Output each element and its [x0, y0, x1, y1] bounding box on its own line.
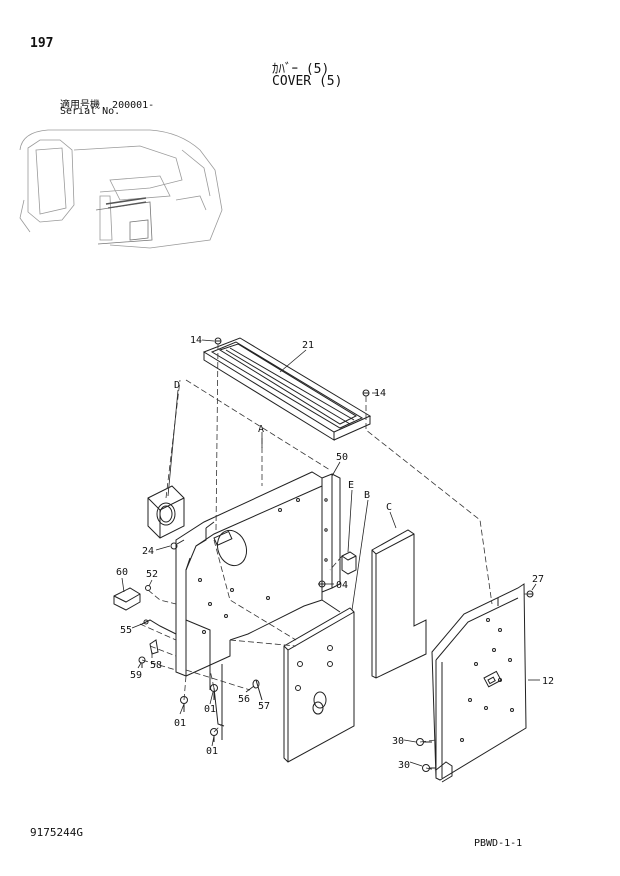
callout-50: 50 — [336, 452, 348, 463]
bracket-60 — [113, 587, 141, 611]
callout-a: A — [258, 424, 264, 435]
page-code: PBWD-1-1 — [474, 838, 523, 849]
bolt-01-c — [210, 728, 218, 742]
callout-b: B — [364, 490, 370, 501]
callout-14-right: 14 — [374, 388, 386, 399]
callout-d: D — [174, 380, 180, 391]
callout-58: 58 — [150, 660, 162, 671]
part-12-door-panel — [431, 583, 527, 783]
callout-c: C — [386, 502, 392, 513]
serial-value: 200001- — [112, 100, 155, 111]
part-b-panel — [283, 607, 355, 763]
callout-57: 57 — [258, 701, 270, 712]
callout-14-left: 14 — [190, 335, 202, 346]
callout-52: 52 — [146, 569, 158, 580]
leader-lines — [121, 339, 540, 767]
bolt-30-a — [416, 738, 432, 746]
callout-04: 04 — [336, 580, 348, 591]
bolt-24 — [170, 539, 185, 550]
serial-label-english: Serial No. — [60, 106, 121, 117]
clip-58 — [149, 639, 159, 655]
part-d-gasket — [147, 485, 185, 539]
callout-24: 24 — [142, 546, 154, 557]
callout-56: 56 — [238, 694, 250, 705]
callout-01-b: 01 — [204, 704, 216, 715]
bolt-01-b — [210, 684, 218, 700]
title-japanese: ｶﾊﾞｰ (5) — [272, 62, 330, 77]
callout-21: 21 — [302, 340, 314, 351]
title-english: COVER (5) — [272, 74, 343, 89]
callout-60: 60 — [116, 567, 128, 578]
callout-27: 27 — [532, 574, 544, 585]
callout-01-a: 01 — [174, 718, 186, 729]
part-c-panel — [371, 529, 427, 679]
page-number: 197 — [30, 36, 54, 51]
document-number: 9175244G — [30, 826, 83, 839]
callout-59: 59 — [130, 670, 142, 681]
callout-labels: 14 21 14 D A 50 E B C 24 04 60 52 27 55 … — [116, 335, 554, 771]
pin-55 — [141, 619, 177, 635]
serial-label-jp-text: 適用号機 — [60, 100, 100, 111]
callout-12: 12 — [542, 676, 554, 687]
part-50-strip — [321, 473, 341, 593]
assembly-lines — [139, 343, 530, 771]
callout-30-b: 30 — [398, 760, 410, 771]
screw-57 — [255, 679, 263, 701]
bolt-14-left — [214, 337, 222, 345]
machine-overview-sketch — [19, 129, 223, 249]
part-a-main-panel — [175, 471, 341, 740]
callout-e: E — [348, 480, 354, 491]
callout-55: 55 — [120, 625, 132, 636]
callout-01-c: 01 — [206, 746, 218, 757]
screw-52 — [145, 585, 151, 591]
serial-label-japanese: 適用号機 200001- — [60, 96, 154, 111]
nut-04 — [318, 580, 326, 588]
callout-30-a: 30 — [392, 736, 404, 747]
bolt-59 — [138, 656, 146, 668]
bolt-14-right — [362, 389, 370, 397]
bolt-30-b — [422, 764, 436, 772]
part-e-block — [341, 551, 357, 575]
part-21-top-cover — [202, 337, 372, 441]
